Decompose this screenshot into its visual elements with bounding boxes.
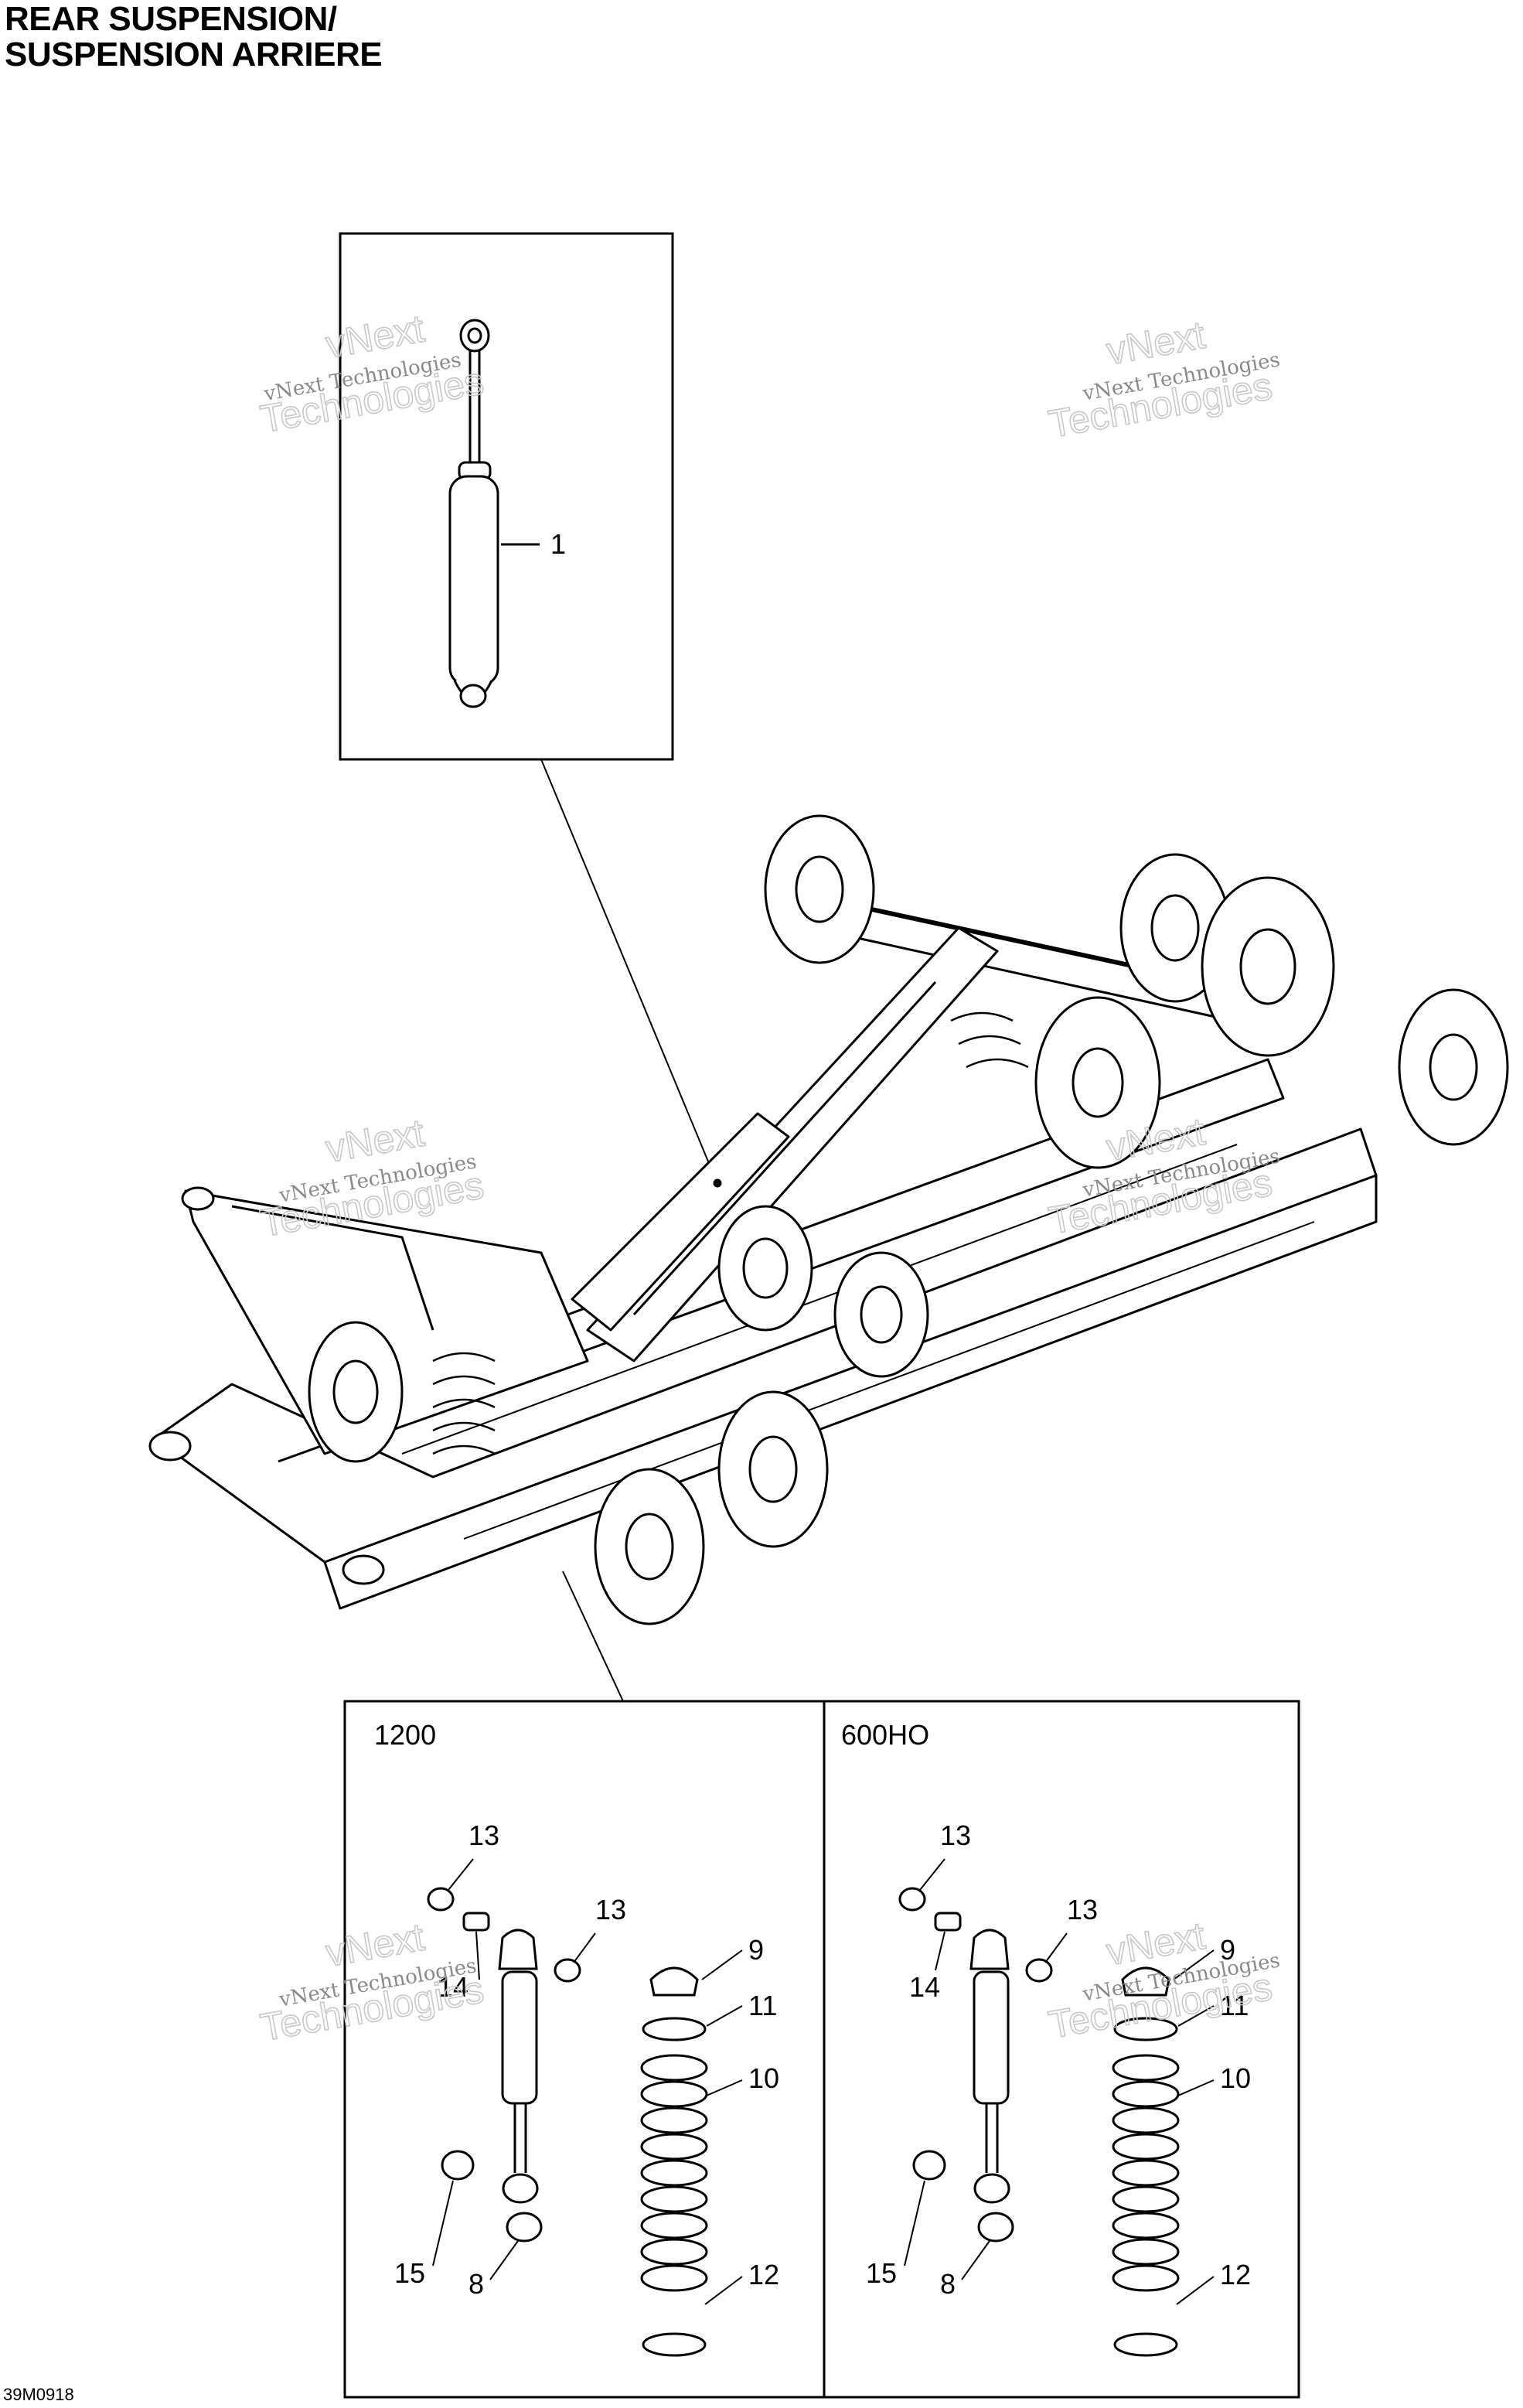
shock-absorber-part [448, 319, 499, 708]
right-callout-12: 12 [1220, 2259, 1251, 2290]
left-callout-9: 9 [748, 1934, 764, 1966]
bottom-detail-frame [343, 1700, 1300, 2399]
title-line-2: SUSPENSION ARRIERE [5, 36, 383, 73]
right-callout-13a: 13 [940, 1820, 971, 1851]
right-panel-leaders [904, 1858, 1215, 2305]
left-callout-14: 14 [438, 1971, 468, 2003]
watermark-3: vNext Technologies vNext Technologies [257, 1110, 488, 1246]
watermark-5: vNext Technologies vNext Technologies [257, 1915, 488, 2050]
right-callout-9: 9 [1220, 1934, 1235, 1966]
left-panel-parts [427, 1887, 708, 2357]
rear-suspension-assembly [148, 814, 1509, 1625]
callout-1: 1 [550, 528, 566, 560]
leader-top [540, 759, 717, 1181]
left-callout-15: 15 [394, 2257, 425, 2289]
right-callout-13b: 13 [1067, 1894, 1098, 1925]
right-callout-14: 14 [909, 1971, 940, 2003]
top-detail-frame [339, 232, 674, 761]
left-callout-12: 12 [748, 2259, 779, 2290]
left-panel-leaders [432, 1858, 743, 2305]
variant-label-1200: 1200 [374, 1719, 436, 1751]
right-callout-10: 10 [1220, 2062, 1251, 2094]
title-line-1: REAR SUSPENSION/ [5, 0, 337, 38]
figure-reference: 39M0918 [3, 2385, 74, 2404]
left-callout-11: 11 [748, 1990, 777, 2021]
right-callout-15: 15 [866, 2257, 897, 2289]
leader-bottom [562, 1571, 624, 1702]
watermark-1: vNext Technologies vNext Technologies [257, 306, 488, 442]
watermark-2: vNext Technologies vNext Technologies [1045, 312, 1282, 446]
left-callout-10: 10 [748, 2062, 779, 2094]
page-title: REAR SUSPENSION/ SUSPENSION ARRIERE [5, 0, 383, 73]
right-callout-11: 11 [1220, 1990, 1249, 2021]
left-callout-13b: 13 [595, 1894, 626, 1925]
variant-label-600ho: 600HO [841, 1719, 929, 1751]
right-panel-parts [898, 1887, 1180, 2357]
left-callout-8: 8 [468, 2268, 484, 2300]
bottom-variant-detail: 1200 600HO [343, 1700, 1300, 2399]
left-callout-13a: 13 [468, 1820, 499, 1851]
top-shock-detail: 1 [339, 232, 674, 761]
right-callout-8: 8 [940, 2268, 956, 2300]
